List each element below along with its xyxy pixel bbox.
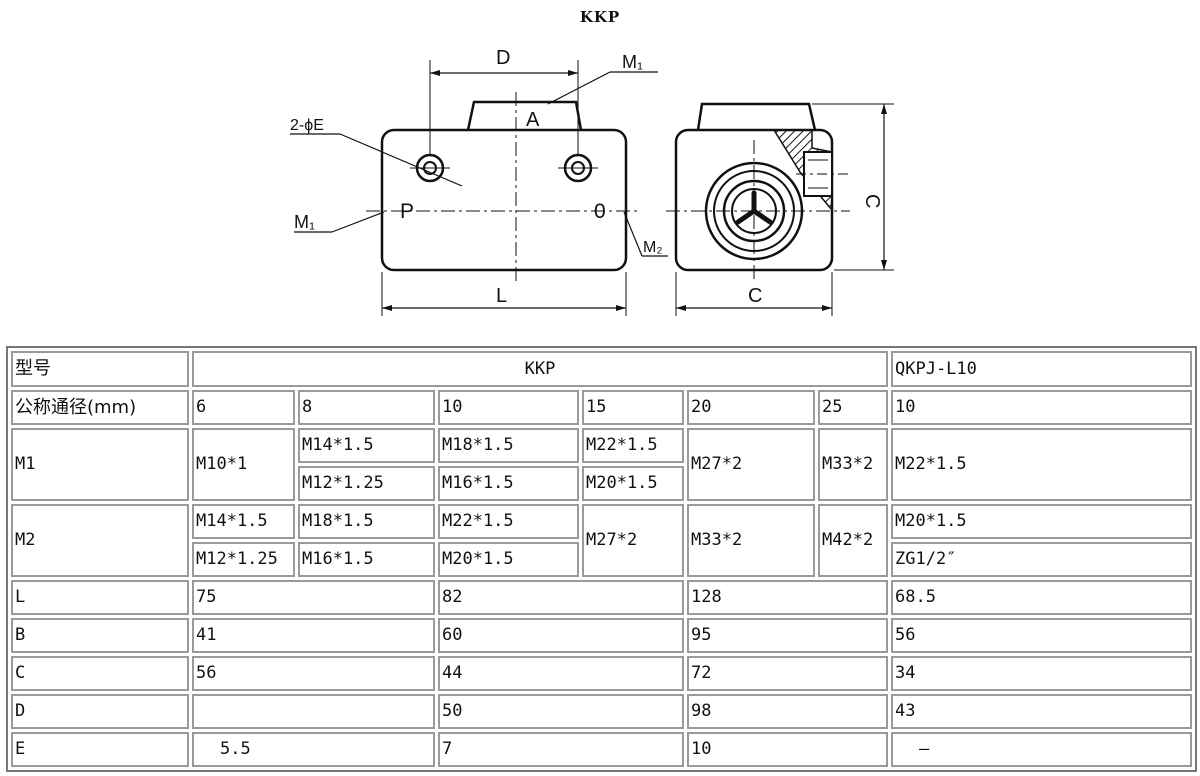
table-cell: 44 — [438, 655, 684, 691]
row-label-e: E — [11, 731, 189, 767]
table-cell: 72 — [687, 655, 888, 691]
valve-drawing: D M₁ A 2-ϕE P 0 M₁ M₂ L C C — [290, 47, 894, 316]
model-qkpj: QKPJ-L10 — [891, 351, 1192, 388]
table-cell: M22*1.5 — [891, 428, 1192, 501]
table-cell: 8 — [298, 390, 435, 426]
port-label-o: 0 — [594, 200, 606, 223]
table-cell: 25 — [818, 390, 888, 426]
table-row-m2: M2 M14*1.5 M18*1.5 M22*1.5 M27*2 M33*2 M… — [11, 504, 1192, 577]
table-cell: M14*1.5 — [192, 504, 295, 539]
table-cell: M20*1.5 — [891, 504, 1192, 539]
table-cell: M16*1.5 — [438, 466, 579, 501]
row-label-m2: M2 — [11, 504, 189, 577]
table-cell: 10 — [687, 731, 888, 767]
row-label-m1: M1 — [11, 428, 189, 501]
front-view — [290, 60, 668, 316]
table-row-dn: 公称通径(mm) 6 8 10 15 20 25 10 — [11, 390, 1192, 426]
table-cell: M42*2 — [818, 504, 888, 577]
table-cell: 10 — [438, 390, 579, 426]
table-cell: 15 — [582, 390, 684, 426]
table-row-d: D 50 98 43 — [11, 693, 1192, 729]
table-cell: M20*1.5 — [438, 541, 579, 577]
table-cell: 6 — [192, 390, 295, 426]
row-label-c: C — [11, 655, 189, 691]
port-label-a: A — [526, 109, 540, 131]
table-cell: M18*1.5 — [298, 504, 435, 539]
table-cell — [192, 693, 435, 729]
label-m2: M₂ — [643, 239, 663, 256]
mount-hole-left — [410, 153, 450, 183]
table-cell: M27*2 — [687, 428, 815, 501]
row-label-model: 型号 — [11, 351, 189, 388]
table-cell: ZG1/2″ — [891, 541, 1192, 577]
table-cell: 75 — [192, 579, 435, 615]
table-cell: 5.5 — [192, 731, 435, 767]
table-cell: M12*1.25 — [192, 541, 295, 577]
table-cell: M10*1 — [192, 428, 295, 501]
side-view — [666, 102, 894, 316]
mount-hole-right — [558, 153, 598, 183]
table-cell: 41 — [192, 617, 435, 653]
table-cell: 50 — [438, 693, 684, 729]
table-cell: M27*2 — [582, 504, 684, 577]
row-label-b: B — [11, 617, 189, 653]
table-cell: 128 — [687, 579, 888, 615]
table-cell: M16*1.5 — [298, 541, 435, 577]
table-cell: 10 — [891, 390, 1192, 426]
table-cell: M14*1.5 — [298, 428, 435, 464]
page-title: KKP — [579, 8, 621, 26]
table-cell: M18*1.5 — [438, 428, 579, 464]
row-label-l: L — [11, 579, 189, 615]
table-row-m1-sub: M12*1.25 M16*1.5 M20*1.5 — [11, 466, 1192, 501]
spec-table: 型号 KKP QKPJ-L10 公称通径(mm) 6 8 10 15 20 25… — [6, 346, 1197, 772]
dim-label-d: D — [496, 47, 510, 69]
table-cell: M22*1.5 — [582, 428, 684, 464]
table-row-model: 型号 KKP QKPJ-L10 — [11, 351, 1192, 388]
table-cell: M33*2 — [818, 428, 888, 501]
dim-label-c-bottom: C — [748, 285, 762, 307]
table-row-m2-sub: M12*1.25 M16*1.5 M20*1.5 ZG1/2″ — [11, 541, 1192, 577]
table-row-l: L 75 82 128 68.5 — [11, 579, 1192, 615]
table-cell: 20 — [687, 390, 815, 426]
dim-label-l: L — [496, 285, 507, 307]
table-cell: 60 — [438, 617, 684, 653]
label-hole-e: 2-ϕE — [290, 117, 324, 134]
row-label-dn: 公称通径(mm) — [11, 390, 189, 426]
table-cell: M20*1.5 — [582, 466, 684, 501]
port-label-p: P — [400, 200, 414, 223]
table-cell: 56 — [891, 617, 1192, 653]
table-cell: 56 — [192, 655, 435, 691]
table-cell: 43 — [891, 693, 1192, 729]
row-label-d: D — [11, 693, 189, 729]
table-row-b: B 41 60 95 56 — [11, 617, 1192, 653]
model-kkp: KKP — [192, 351, 888, 388]
table-cell: M12*1.25 — [298, 466, 435, 501]
table-cell: M33*2 — [687, 504, 815, 577]
table-cell: — — [891, 731, 1192, 767]
table-row-c: C 56 44 72 34 — [11, 655, 1192, 691]
table-cell: 98 — [687, 693, 888, 729]
dim-label-c-side: C — [861, 194, 883, 208]
table-row-e: E 5.5 7 10 — — [11, 731, 1192, 767]
table-cell: 82 — [438, 579, 684, 615]
table-cell: 68.5 — [891, 579, 1192, 615]
label-m1-left: M₁ — [294, 212, 315, 232]
table-cell: M22*1.5 — [438, 504, 579, 539]
table-row-m1: M1 M10*1 M14*1.5 M18*1.5 M22*1.5 M27*2 M… — [11, 428, 1192, 501]
table-cell: 95 — [687, 617, 888, 653]
table-cell: 7 — [438, 731, 684, 767]
label-m1-top: M₁ — [622, 52, 643, 72]
table-cell: 34 — [891, 655, 1192, 691]
